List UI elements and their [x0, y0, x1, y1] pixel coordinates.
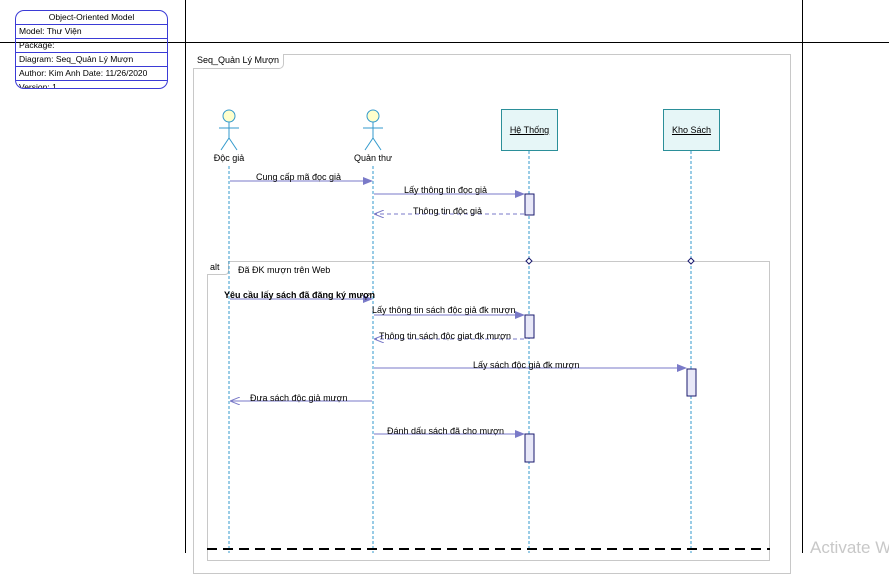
message-label: Yêu cầu lấy sách đã đăng ký mượn — [224, 290, 375, 300]
actor-icon — [219, 109, 239, 151]
info-package: Package: — [16, 38, 167, 52]
activation-bar — [524, 433, 535, 463]
activation-bar — [524, 314, 535, 339]
object-label: Kho Sách — [671, 125, 712, 135]
message-label: Lấy thông tin sách độc giả đk mượn — [372, 305, 516, 315]
fragment-cross-marker — [525, 257, 533, 265]
page-divider-right — [802, 0, 803, 553]
sequence-diagram-canvas — [207, 109, 770, 553]
activation-bar — [686, 368, 697, 397]
page-divider-top — [0, 42, 889, 43]
activation-bar — [524, 193, 535, 216]
message-label: Cung cấp mã đọc giả — [256, 172, 342, 182]
actor-label-doc-gia: Độc giả — [213, 153, 245, 163]
diagram-frame-title: Seq_Quản Lý Mượn — [193, 54, 284, 69]
fragment-cross-marker — [687, 257, 695, 265]
info-author: Author: Kim Anh Date: 11/26/2020 — [16, 66, 167, 80]
message-label: Thông tin độc giả — [413, 206, 483, 216]
info-title: Object-Oriented Model — [48, 12, 135, 22]
actor-label-quan-thu: Quản thư — [353, 153, 393, 163]
alt-guard-label: Đã ĐK mượn trên Web — [238, 265, 331, 275]
message-label: Thông tin sách độc giat đk mượn — [379, 331, 511, 341]
info-model: Model: Thư Viện — [16, 24, 167, 38]
object-he-thong: Hệ Thống — [501, 109, 558, 151]
page-divider-left — [185, 0, 186, 553]
info-diagram: Diagram: Seq_Quản Lý Mượn — [16, 52, 167, 66]
message-label: Đánh dấu sách đã cho mượn — [387, 426, 504, 436]
message-label: Đưa sách độc giả mượn — [250, 393, 348, 403]
activation-watermark: Activate W — [810, 538, 889, 557]
message-label: Lấy thông tin đọc giả — [404, 185, 488, 195]
model-info-box: Object-Oriented Model Model: Thư Viện Pa… — [15, 10, 168, 89]
message-label: Lấy sách độc giả đk mượn — [473, 360, 580, 370]
object-label: Hệ Thống — [509, 125, 550, 135]
info-version: Version: 1 — [16, 80, 167, 88]
object-kho-sach: Kho Sách — [663, 109, 720, 151]
actor-icon — [363, 109, 383, 151]
